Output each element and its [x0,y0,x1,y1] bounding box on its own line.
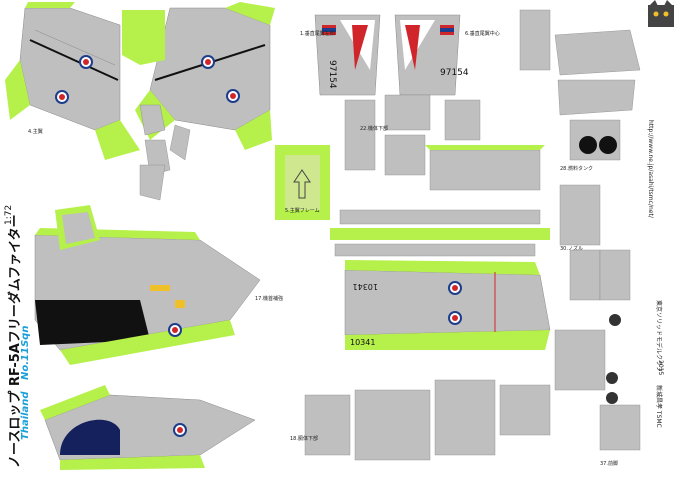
right-parts [554,29,641,451]
wing-root-part [122,10,165,65]
canopy-part [55,205,100,250]
up-arrow-icon [293,169,311,199]
serial-top-left: 97154 [327,60,337,89]
part-label-30: 30.ノズル [560,245,583,252]
small-parts-cluster [139,104,191,201]
part-label-18: 18.胴体下部 [290,435,318,442]
serial-fuselage-right: 10341 [350,338,375,347]
fuselage-top: 10341 10341 [344,260,551,350]
fuselage-side [34,228,261,365]
mid-column-parts [344,9,551,191]
subtitle-unit: No.11Sqn [20,325,31,380]
part-label-22: 22.機体下部 [360,125,388,132]
vertical-tail-right: 97154 [394,14,469,96]
nose-part [40,385,256,470]
serial-fuselage-left: 10341 [353,282,378,291]
part-label-4: 4.主翼 [28,128,43,135]
part-label-1: 1.垂直尾翼左側 [300,30,335,37]
part-label-28: 28.燃料タンク [560,165,593,172]
scale-label: 1:72 [4,204,14,225]
wing-left-upper [5,2,140,160]
part-label-17: 17.機首補強 [255,295,283,302]
cat-icon [648,0,674,27]
part-label-5: 5.主翼フレーム [285,207,320,214]
intake-parts [304,379,551,461]
vertical-tail-left: 97154 [314,14,381,96]
subtitle-country: Thailand [20,391,31,440]
credits-publisher: 新城昌孝 TSMC [655,385,662,428]
credits-url: http://www.ne.jp/asahi/tsmc/net/ [647,120,654,218]
main-frame-part [275,145,330,220]
part-label-37: 37.前脚 [600,460,618,467]
credits-year: 2015 [657,360,664,376]
part-label-6: 6.垂直尾翼中心 [465,30,500,37]
serial-top-right: 97154 [440,68,469,78]
long-strips [330,209,550,257]
